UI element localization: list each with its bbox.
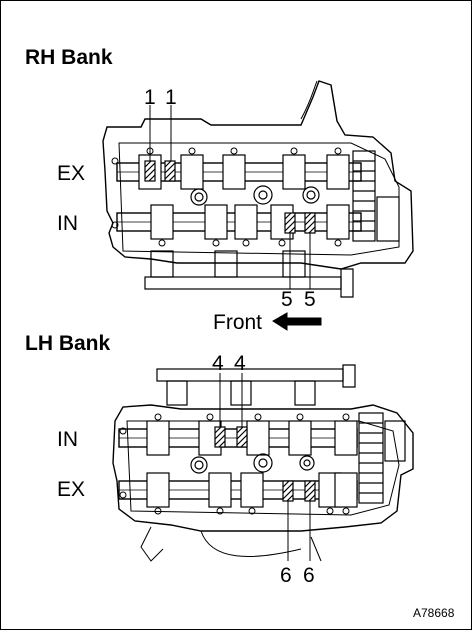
lh-head-outline xyxy=(112,404,414,532)
rh-cam-sprocket xyxy=(352,150,400,242)
lh-cam-sprocket xyxy=(358,412,406,504)
rh-in-thrust-marks xyxy=(284,212,316,234)
front-arrow xyxy=(272,312,322,331)
rh-spark-plug-holes xyxy=(190,185,320,206)
lh-ex-thrust-marks xyxy=(282,480,316,502)
rh-bank-drawing xyxy=(102,80,414,298)
lh-bolts xyxy=(119,413,350,515)
lh-background-line xyxy=(140,526,322,562)
lh-bank-title: LH Bank xyxy=(25,332,111,355)
lh-bank-drawing xyxy=(112,364,414,562)
lh-leader-lines xyxy=(219,373,311,561)
lh-in-bearing-caps xyxy=(146,420,358,456)
lh-in-thrust-marks xyxy=(214,426,248,448)
rh-callout-ex-right: 1 xyxy=(165,86,177,109)
lh-callout-ex-left: 6 xyxy=(280,564,292,587)
lh-ex-label: EX xyxy=(57,478,86,501)
rh-head-outline xyxy=(102,80,414,270)
rh-ex-label: EX xyxy=(57,162,86,185)
lh-callout-ex-right: 6 xyxy=(303,564,315,587)
lh-in-label: IN xyxy=(57,428,78,451)
lh-ex-bearing-caps xyxy=(146,472,358,508)
rh-leader-lines xyxy=(149,105,311,289)
lh-callout-in-left: 4 xyxy=(212,352,224,375)
rh-callout-in-left: 5 xyxy=(281,288,293,311)
figure-code: A78668 xyxy=(413,606,455,620)
front-label: Front xyxy=(213,311,263,334)
rh-callout-in-right: 5 xyxy=(304,288,316,311)
rh-bank-title: RH Bank xyxy=(25,46,113,69)
lh-spark-plug-holes xyxy=(190,453,315,474)
rh-fuel-rail xyxy=(144,250,354,298)
rh-background-line xyxy=(300,80,338,122)
rh-bolts xyxy=(111,147,342,247)
rh-in-label: IN xyxy=(57,212,78,235)
lh-fuel-rail xyxy=(156,364,356,406)
rh-callout-ex-left: 1 xyxy=(144,86,156,109)
lh-callout-in-right: 4 xyxy=(234,352,246,375)
